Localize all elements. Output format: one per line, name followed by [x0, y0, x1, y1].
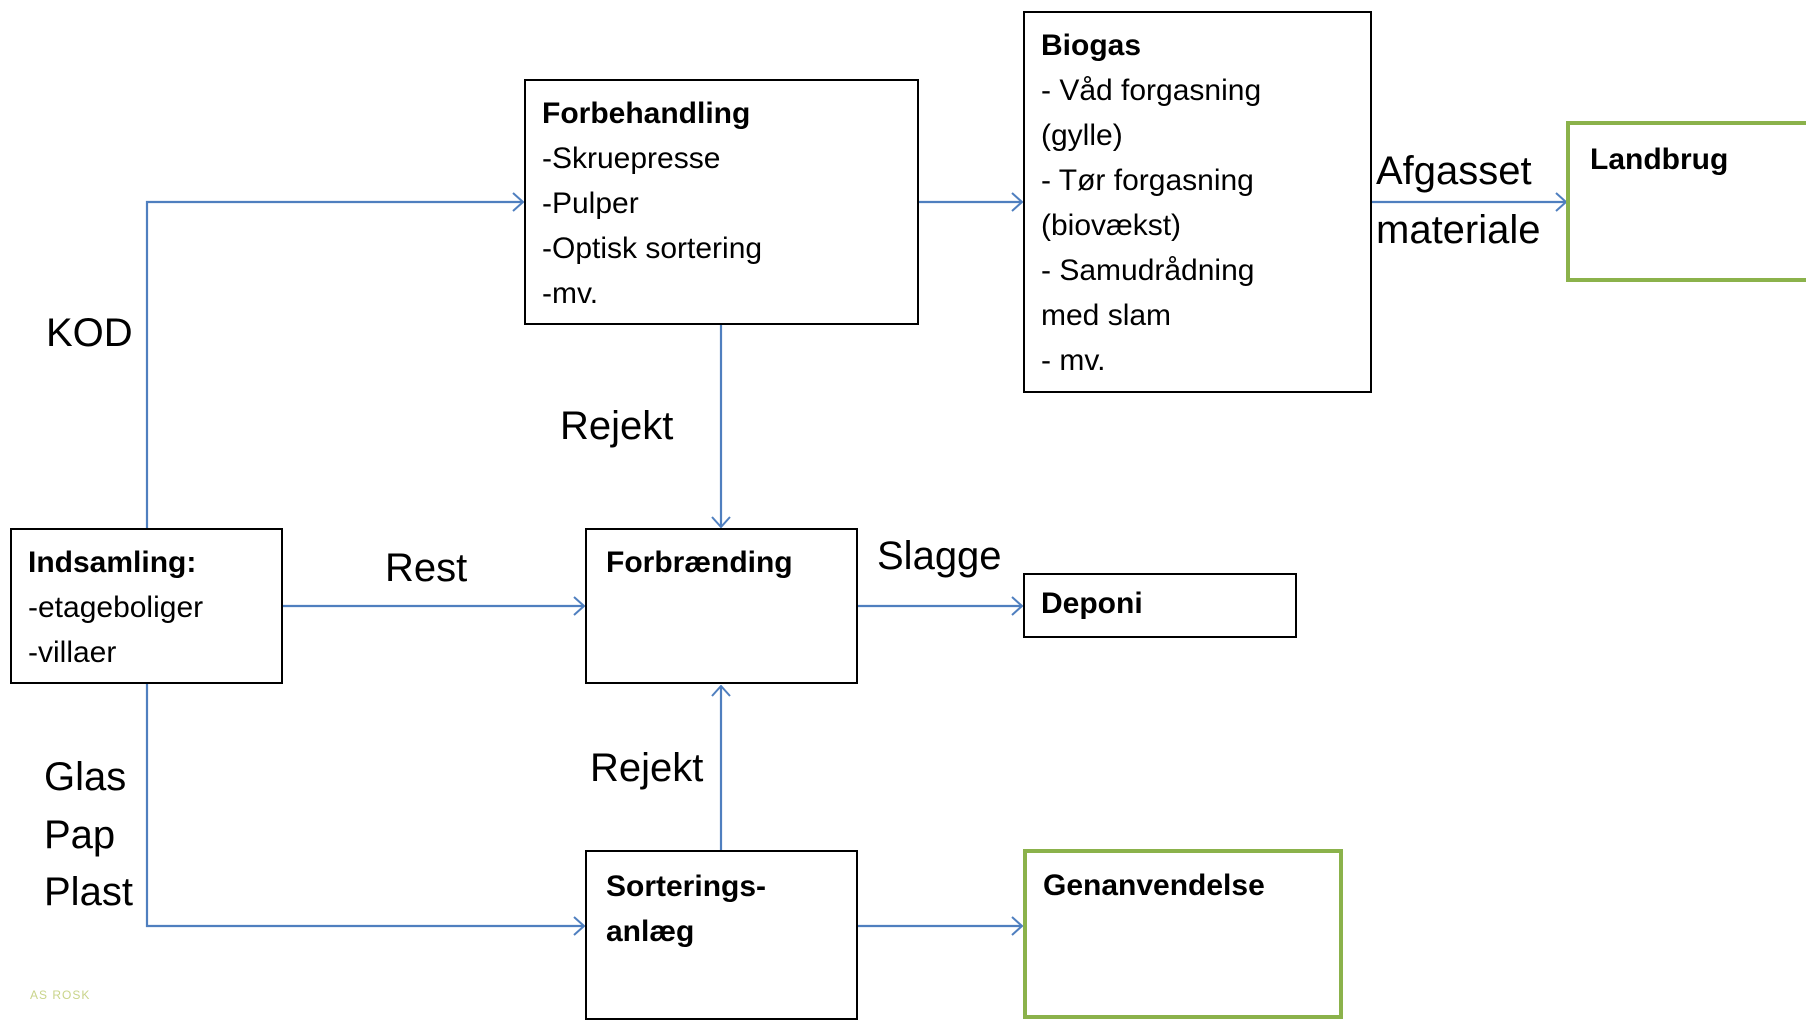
label-rest: Rest — [385, 546, 468, 590]
indsamling-box: Indsamling: -etageboliger -villaer — [10, 528, 283, 684]
label-pap: Pap — [44, 813, 116, 857]
label-plast: Plast — [44, 870, 133, 914]
biogas-item: - mv. — [1041, 344, 1106, 377]
forbraending-box: Forbrænding — [585, 528, 858, 684]
label-slagge: Slagge — [877, 534, 1002, 578]
landbrug-box: Landbrug — [1566, 121, 1806, 282]
biogas-box: Biogas - Våd forgasning (gylle) - Tør fo… — [1023, 11, 1372, 393]
label-materiale: materiale — [1376, 208, 1541, 252]
deponi-title: Deponi — [1041, 587, 1143, 620]
forbehandling-title: Forbehandling — [542, 97, 751, 130]
forbraending-title: Forbrænding — [606, 546, 793, 579]
arrow-glas-pap-plast — [145, 684, 584, 926]
sortering-title-line2: anlæg — [606, 915, 695, 948]
biogas-item: (gylle) — [1041, 119, 1123, 152]
biogas-item: med slam — [1041, 299, 1172, 332]
biogas-item: - Samudrådning — [1041, 254, 1255, 287]
label-kod: KOD — [46, 311, 133, 355]
label-rejekt-top: Rejekt — [560, 404, 674, 448]
sortering-title-line1: Sorterings- — [606, 870, 767, 903]
genanvendelse-box: Genanvendelse — [1023, 849, 1343, 1019]
logo-fragment: AS ROSK — [30, 988, 91, 1002]
indsamling-item: -villaer — [28, 636, 117, 669]
label-afgasset: Afgasset — [1376, 149, 1532, 193]
arrow-kod — [145, 202, 523, 528]
indsamling-title: Indsamling: — [28, 546, 197, 579]
forbehandling-item: -Skruepresse — [542, 142, 721, 175]
label-glas: Glas — [44, 755, 127, 799]
forbehandling-item: -Optisk sortering — [542, 232, 763, 265]
deponi-box: Deponi — [1023, 573, 1297, 638]
indsamling-item: -etageboliger — [28, 591, 204, 624]
forbehandling-box: Forbehandling -Skruepresse -Pulper -Opti… — [524, 79, 919, 325]
forbehandling-item: -mv. — [542, 277, 599, 310]
biogas-item: - Våd forgasning — [1041, 74, 1262, 107]
sorteringsanlaeg-box: Sorterings- anlæg — [585, 850, 858, 1020]
biogas-item: (biovækst) — [1041, 209, 1182, 242]
biogas-item: - Tør forgasning — [1041, 164, 1254, 197]
biogas-title: Biogas — [1041, 29, 1142, 62]
landbrug-title: Landbrug — [1590, 143, 1729, 176]
genanvendelse-title: Genanvendelse — [1043, 869, 1265, 902]
label-rejekt-bottom: Rejekt — [590, 746, 704, 790]
forbehandling-item: -Pulper — [542, 187, 639, 220]
